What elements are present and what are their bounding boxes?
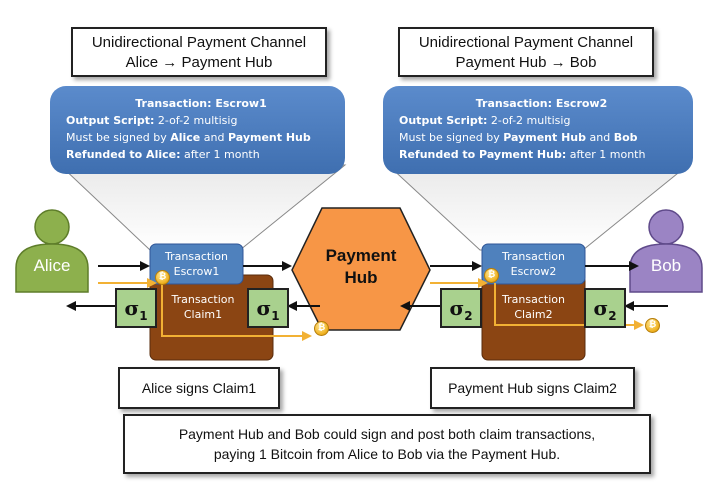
alice-label: Alice [33, 256, 71, 275]
sigma1-alice-signature: σ1 [115, 288, 157, 328]
escrow1-refund-line: Refunded to Alice: after 1 month [66, 148, 260, 161]
sigma1-hub-copy: σ1 [247, 288, 289, 328]
summary-note: Payment Hub and Bob could sign and post … [123, 414, 651, 474]
right-channel-title: Unidirectional Payment Channel Payment H… [398, 27, 654, 77]
right-fan [386, 164, 690, 251]
right-channel-title-line2: Payment Hub → Bob [455, 54, 597, 71]
sigma2-bob-copy: σ2 [584, 288, 626, 328]
escrow1-callout-title: Transaction: Escrow1 [135, 97, 267, 110]
hub-signs-claim2-caption: Payment Hub signs Claim2 [430, 367, 635, 409]
left-channel-title-line2: Alice → Payment Hub [125, 54, 273, 71]
escrow1-output-line: Output Script: 2-of-2 multisig [66, 114, 238, 127]
escrow1-callout-box [50, 86, 345, 174]
summary-note-line2: paying 1 Bitcoin from Alice to Bob via t… [213, 446, 561, 462]
coin-flow-claim1-to-hub [161, 283, 312, 341]
escrow2-refund-line: Refunded to Payment Hub: after 1 month [399, 148, 646, 161]
bitcoin-coin-icon: ₿ [484, 268, 499, 283]
escrow2-signed-line: Must be signed by Payment Hub and Bob [399, 131, 638, 144]
left-channel-title-line1: Unidirectional Payment Channel [91, 34, 307, 51]
sigma2-hub-signature: σ2 [440, 288, 482, 328]
right-channel-title-line1: Unidirectional Payment Channel [418, 34, 634, 51]
left-fan [58, 164, 347, 251]
escrow2-box [481, 243, 586, 285]
escrow2-output-line: Output Script: 2-of-2 multisig [399, 114, 571, 127]
left-channel-title: Unidirectional Payment Channel Alice → P… [71, 27, 327, 77]
escrow2-callout-box [383, 86, 693, 174]
bitcoin-coin-icon: ₿ [314, 321, 329, 336]
escrow1-box [149, 243, 244, 285]
escrow2-callout-title: Transaction: Escrow2 [475, 97, 608, 110]
bob-label: Bob [650, 256, 682, 275]
bob-figure [629, 209, 703, 293]
payment-hub-hexagon [291, 207, 431, 331]
alice-signs-claim1-caption: Alice signs Claim1 [118, 367, 280, 409]
bitcoin-coin-icon: ₿ [645, 318, 660, 333]
escrow2-callout-text: Transaction: Escrow2 Output Script: 2-of… [399, 95, 684, 163]
bitcoin-coin-icon: ₿ [155, 270, 170, 285]
summary-note-line1: Payment Hub and Bob could sign and post … [178, 426, 596, 442]
escrow1-signed-line: Must be signed by Alice and Payment Hub [66, 131, 311, 144]
escrow1-callout-text: Transaction: Escrow1 Output Script: 2-of… [66, 95, 336, 163]
alice-figure [15, 209, 89, 293]
